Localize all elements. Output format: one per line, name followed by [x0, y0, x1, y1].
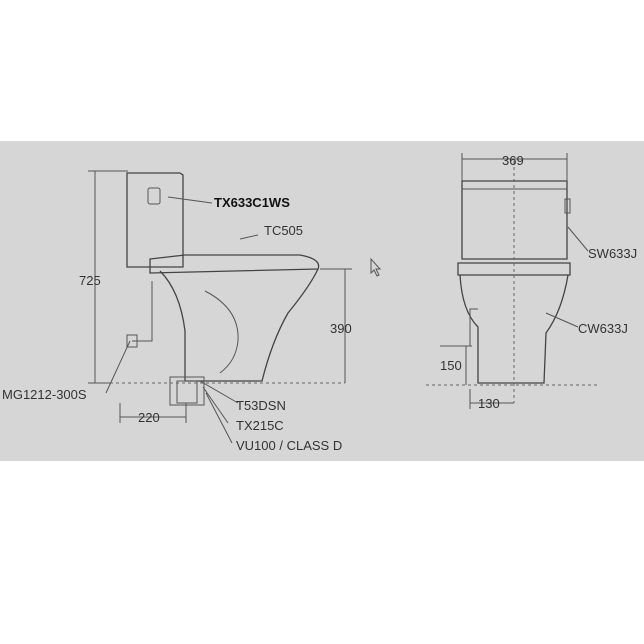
front-view: 369 150 130 SW633J CW633J: [426, 153, 637, 411]
flush-lever-icon: [147, 187, 161, 205]
front-tank: [461, 180, 568, 260]
label-tank: TX633C1WS: [214, 195, 290, 210]
dim-height-total: 725: [79, 273, 101, 288]
label-bowl: CW633J: [578, 321, 628, 336]
cursor-arrow-icon: [370, 257, 382, 277]
label-flange: T53DSN: [236, 398, 286, 413]
side-bowl: [159, 268, 319, 382]
dim-height-inlet: 150: [440, 358, 462, 373]
side-tank: [126, 172, 184, 268]
side-flange: [169, 376, 205, 406]
side-supply-pipe: [132, 281, 153, 342]
label-class: VU100 / CLASS D: [236, 438, 342, 453]
technical-drawing: 725 390 220 TX633C1WS TC505 MG1212-300S …: [2, 153, 637, 453]
drawing-screen: 725 390 220 TX633C1WS TC505 MG1212-300S …: [0, 141, 644, 461]
side-view: 725 390 220 TX633C1WS TC505 MG1212-300S …: [2, 170, 352, 453]
label-tank-side: SW633J: [588, 246, 637, 261]
label-connector: TX215C: [236, 418, 284, 433]
label-seat: TC505: [264, 223, 303, 238]
side-trapway: [204, 290, 239, 374]
side-seat: [149, 254, 320, 274]
front-bowl: [459, 274, 569, 384]
dim-offset-side: 130: [478, 396, 500, 411]
front-seat: [457, 262, 571, 276]
dim-width-total: 369: [502, 153, 524, 168]
label-valve: MG1212-300S: [2, 387, 87, 402]
dim-offset-rear: 220: [138, 410, 160, 425]
dim-height-outlet: 390: [330, 321, 352, 336]
